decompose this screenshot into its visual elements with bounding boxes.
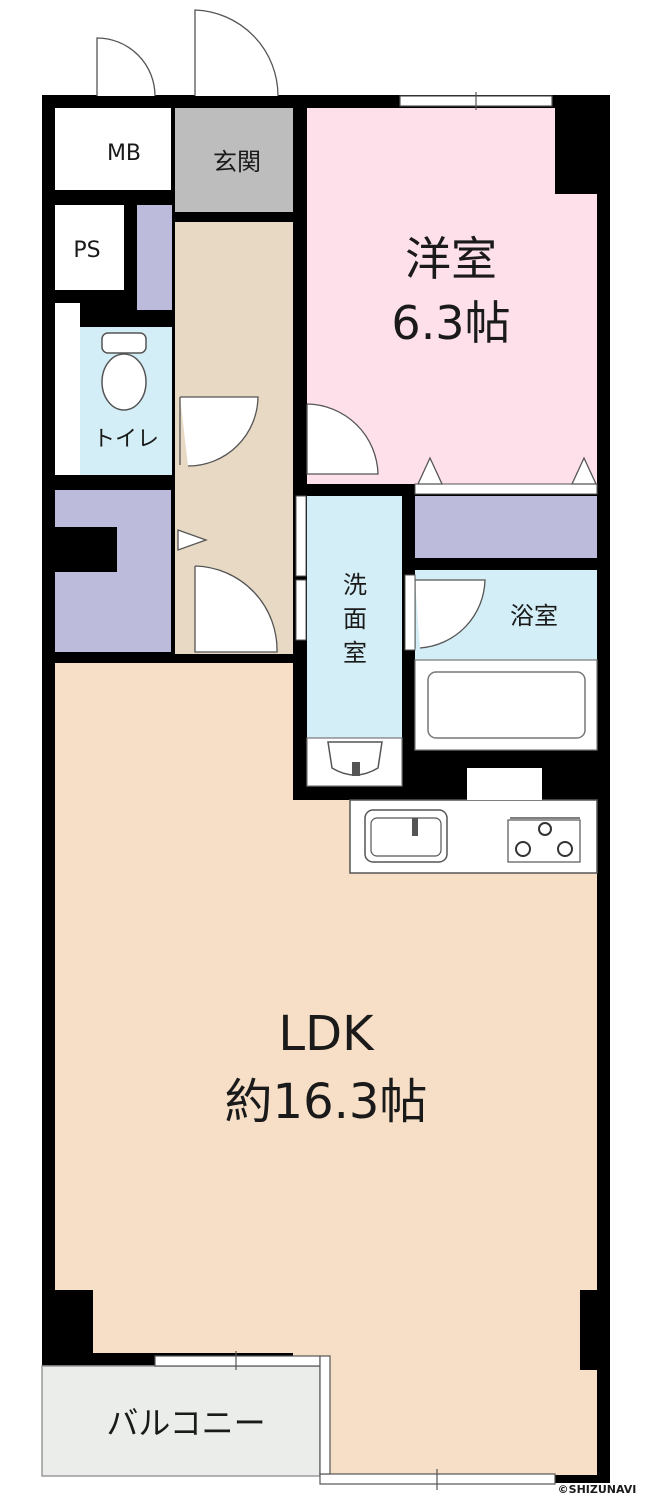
toilet-side-white xyxy=(55,303,80,475)
washbasin-tap-icon xyxy=(352,762,360,776)
storage-strip-hall xyxy=(137,205,172,310)
stove-burner-icon xyxy=(557,841,573,857)
western-room-size: 6.3帖 xyxy=(391,296,510,350)
copyright-text: ©SHIZUNAVI xyxy=(558,1483,637,1496)
mb-label: MB xyxy=(107,141,141,166)
western-room-door xyxy=(306,403,379,475)
washroom-label-char: 洗 xyxy=(343,571,367,599)
washroom-label-char: 室 xyxy=(343,639,367,667)
stove-area xyxy=(507,819,581,863)
stove-burner-icon xyxy=(538,822,552,836)
wall-column xyxy=(555,108,597,194)
western-room-name: 洋室 xyxy=(405,232,497,286)
western-room-floor xyxy=(307,108,597,484)
bathtub-inner xyxy=(427,671,586,739)
window-balcony-left xyxy=(154,1355,321,1367)
bath-label: 浴室 xyxy=(510,602,558,630)
closet-door-strip xyxy=(414,483,598,495)
ldk-size: 約16.3帖 xyxy=(225,1074,428,1130)
fridge-space xyxy=(467,768,542,800)
toilet-tank-icon xyxy=(101,332,147,354)
ps-closet xyxy=(55,205,124,290)
washroom-label-char: 面 xyxy=(343,605,367,633)
entrance-door-main xyxy=(194,9,279,97)
stove-burner-icon xyxy=(515,841,531,857)
sink-basin xyxy=(364,809,448,863)
wall-column xyxy=(55,1290,93,1353)
ldk-floor-upper xyxy=(55,663,293,1353)
genkan-label: 玄関 xyxy=(213,148,261,176)
wall-column xyxy=(580,1290,597,1370)
storage-closet-left-wall xyxy=(42,527,117,572)
ldk-name: LDK xyxy=(278,1006,375,1062)
storage-strip-western xyxy=(415,496,597,558)
window-balcony-side xyxy=(319,1355,331,1475)
toilet-bowl-icon xyxy=(101,353,147,411)
toilet-label: トイレ xyxy=(93,427,159,452)
washroom-sliding-door xyxy=(295,579,307,641)
ps-label: PS xyxy=(73,238,100,263)
sink-basin-inner xyxy=(370,817,442,857)
washroom-sliding-door xyxy=(295,495,307,577)
mb-closet xyxy=(55,108,171,190)
closet-door-marker xyxy=(570,456,598,485)
balcony-area xyxy=(41,1365,321,1477)
entrance-door-left xyxy=(96,37,156,97)
closet-door-marker xyxy=(416,456,444,485)
storage-door-marker xyxy=(177,529,208,551)
ldk-floor-lower xyxy=(293,1350,597,1475)
genkan-floor xyxy=(175,108,293,212)
hall-door xyxy=(194,565,278,653)
balcony-label: バルコニー xyxy=(106,1404,265,1442)
faucet-icon xyxy=(412,818,418,836)
bath-door-frame xyxy=(404,574,416,651)
toilet-door xyxy=(179,396,259,467)
